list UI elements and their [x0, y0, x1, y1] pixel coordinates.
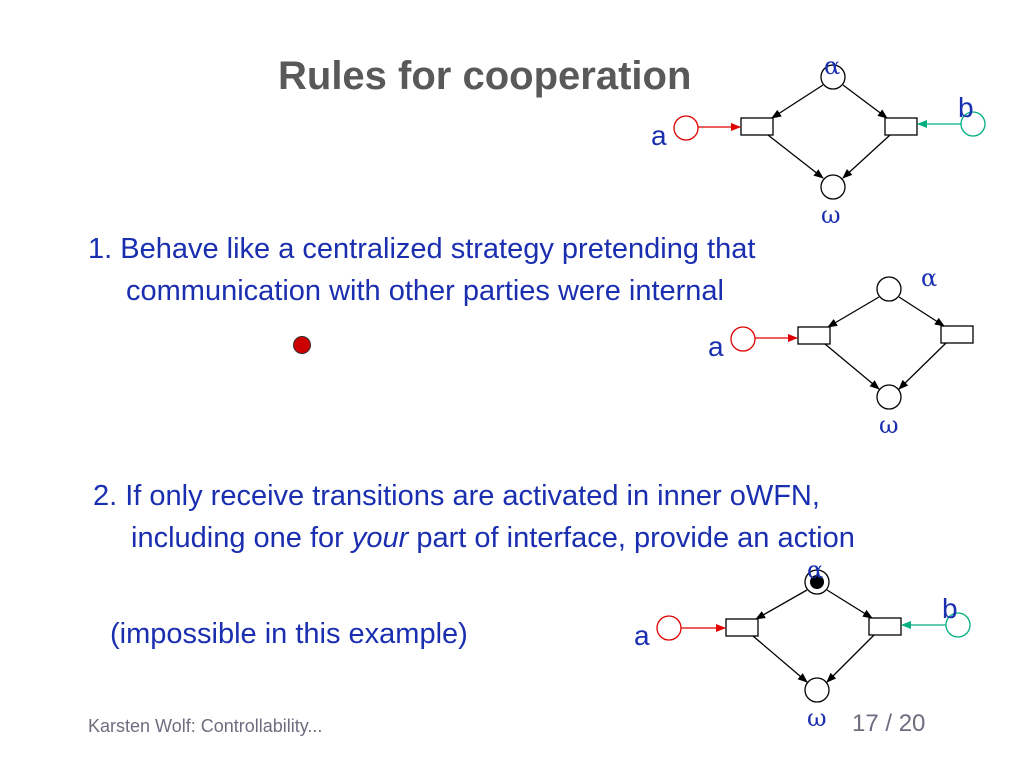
place-alpha [876, 276, 902, 302]
arc [826, 589, 873, 619]
rule-1: 1. Behave like a centralized strategy pr… [88, 228, 755, 312]
rule-2-line-1: 2. If only receive transitions are activ… [93, 480, 820, 512]
arc [755, 589, 808, 620]
transition-right [940, 325, 974, 344]
rule-2-line-2-after: part of interface, provide an action [408, 522, 855, 554]
port-a-label: a [708, 331, 724, 362]
place-alpha [820, 64, 846, 90]
omega-label: ω [807, 704, 827, 732]
arc [842, 134, 891, 179]
arc [842, 84, 888, 119]
arc [771, 84, 824, 119]
transition-left [797, 326, 831, 345]
slide-title: Rules for cooperation [278, 54, 692, 98]
place-omega [804, 677, 830, 703]
place-omega [876, 384, 902, 410]
rule-2: 2. If only receive transitions are activ… [93, 475, 855, 559]
port-a-place [730, 326, 756, 352]
alpha-label: α [807, 556, 823, 584]
alpha-label: α [921, 264, 937, 292]
place-omega [820, 174, 846, 200]
arc [767, 134, 824, 179]
arc [898, 296, 945, 327]
alpha-label: α [824, 52, 840, 80]
rule-2-line-2: including one for your part of interface… [93, 517, 855, 559]
transition-right [884, 117, 918, 136]
port-a-label: a [651, 120, 667, 151]
footer-page-number: 17 / 20 [852, 710, 926, 737]
arc [898, 342, 947, 390]
diagram-middle: α ω a [708, 264, 974, 439]
omega-label: ω [821, 201, 841, 229]
red-bullet-dot [293, 336, 311, 354]
transition-left [740, 117, 774, 136]
port-b-label: b [942, 593, 958, 624]
arc [827, 296, 880, 328]
diagram-top: α ω a b [651, 52, 986, 229]
transition-right [868, 617, 902, 636]
rule-2-line-2-italic: your [351, 522, 409, 554]
omega-label: ω [879, 411, 899, 439]
impossible-note: (impossible in this example) [110, 618, 468, 650]
transition-left [725, 618, 759, 637]
diagram-bottom: α ω a b [634, 556, 971, 732]
rule-2-line-2-before: including one for [131, 522, 352, 554]
arc [826, 634, 875, 683]
arc [752, 635, 808, 683]
port-a-place [656, 615, 682, 641]
footer-author: Karsten Wolf: Controllability... [88, 716, 323, 736]
token [810, 575, 824, 589]
port-b-label: b [958, 92, 974, 123]
port-a-place [673, 115, 699, 141]
arc [824, 343, 880, 390]
port-a-label: a [634, 620, 650, 651]
rule-1-line-2: communication with other parties were in… [126, 275, 724, 307]
rule-1-line-1: 1. Behave like a centralized strategy pr… [88, 233, 756, 265]
